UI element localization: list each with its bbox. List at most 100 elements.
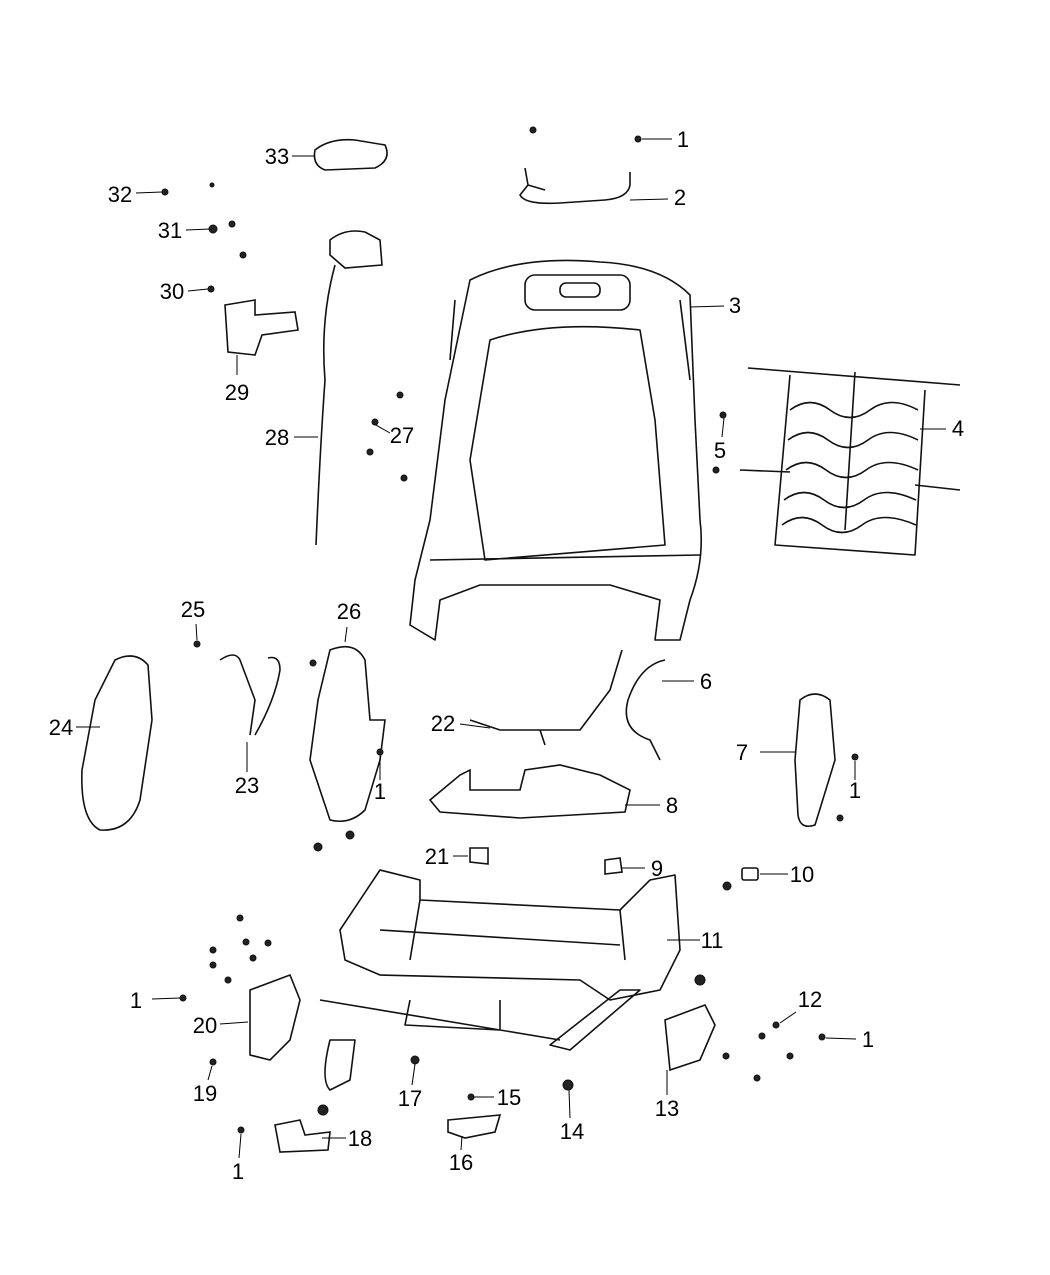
callout-number: 2 (674, 185, 686, 210)
callout-1: 1 (642, 127, 689, 152)
part-4-spring-mat (739, 367, 961, 556)
part-2-headrest-guide (519, 167, 631, 205)
callout-9: 9 (622, 856, 663, 881)
callout-32: 32 (108, 182, 163, 207)
callout-number: 1 (232, 1159, 244, 1184)
callout-8: 8 (625, 793, 678, 818)
callout-4: 4 (920, 416, 964, 441)
callout-number: 3 (729, 293, 741, 318)
callout-1: 1 (825, 1027, 874, 1052)
leader-line (151, 997, 181, 1000)
part-23-strap (219, 654, 281, 736)
callout-7: 7 (736, 740, 795, 765)
callout-12: 12 (779, 987, 822, 1024)
callout-number: 12 (798, 987, 822, 1012)
callout-14: 14 (560, 1089, 584, 1144)
callout-number: 23 (235, 773, 259, 798)
callout-1: 1 (130, 988, 181, 1013)
part-26-panel (309, 645, 386, 823)
callout-16: 16 (449, 1135, 473, 1175)
callout-number: 26 (337, 599, 361, 624)
callout-number: 24 (49, 715, 73, 740)
callout-33: 33 (265, 144, 315, 169)
parts-drawing (81, 126, 961, 1153)
leader-line (219, 1021, 249, 1025)
leader-line (344, 626, 348, 643)
leader-line (629, 198, 669, 201)
part-11-seat-cushion-frame (319, 869, 681, 1091)
callout-19: 19 (193, 1065, 217, 1106)
callout-17: 17 (398, 1063, 422, 1111)
callout-number: 22 (431, 711, 455, 736)
callout-number: 13 (655, 1096, 679, 1121)
callout-18: 18 (322, 1126, 372, 1151)
callout-28: 28 (265, 425, 318, 450)
leader-line (825, 1037, 857, 1040)
callout-25: 25 (181, 597, 205, 641)
leader-line (460, 1135, 463, 1151)
leader-line (185, 228, 211, 231)
part-18-bracket (274, 1119, 331, 1153)
part-28-cable (315, 230, 383, 546)
callout-number: 1 (677, 127, 689, 152)
callout-number: 8 (666, 793, 678, 818)
callout-number: 7 (736, 740, 748, 765)
callout-number: 28 (265, 425, 289, 450)
callout-number: 5 (714, 438, 726, 463)
leader-line (779, 1011, 797, 1024)
part-16-plate (447, 1114, 502, 1139)
callout-26: 26 (337, 599, 361, 643)
leader-line (207, 1065, 213, 1081)
leader-line (689, 305, 725, 308)
callout-1: 1 (232, 1133, 244, 1184)
leader-line (411, 1063, 416, 1086)
leader-line (721, 417, 725, 438)
callout-10: 10 (760, 862, 814, 887)
callout-23: 23 (235, 742, 259, 798)
callout-22: 22 (431, 711, 491, 736)
callout-3: 3 (689, 293, 741, 318)
callout-number: 1 (849, 778, 861, 803)
callout-number: 30 (160, 279, 184, 304)
part-21-clip (469, 847, 489, 865)
callout-number: 27 (390, 423, 414, 448)
leader-line (238, 1133, 242, 1159)
callout-number: 11 (701, 928, 724, 953)
callout-2: 2 (629, 185, 686, 210)
leader-line (459, 723, 491, 729)
part-8-bracket (428, 764, 631, 819)
callout-15: 15 (474, 1085, 521, 1110)
part-20-cover (249, 973, 301, 1061)
callout-number: 33 (265, 144, 289, 169)
callout-number: 29 (225, 380, 249, 405)
part-9-clip (604, 857, 623, 875)
fasteners (161, 126, 859, 1134)
callout-number: 15 (497, 1085, 521, 1110)
callout-number: 1 (862, 1027, 874, 1052)
leader-line (568, 1089, 571, 1119)
callout-27: 27 (373, 423, 414, 448)
part-29-bracket (224, 299, 299, 356)
callout-1: 1 (849, 761, 861, 803)
leader-line (187, 288, 209, 292)
callout-13: 13 (655, 1070, 679, 1121)
callout-number: 4 (952, 416, 964, 441)
callout-30: 30 (160, 279, 209, 304)
callout-number: 21 (425, 844, 449, 869)
part-13-bracket (664, 1003, 716, 1072)
callout-11: 11 (667, 928, 723, 953)
callout-number: 14 (560, 1119, 584, 1144)
callout-number: 1 (374, 779, 386, 804)
callout-number: 10 (790, 862, 814, 887)
part-7-trim-cover (794, 693, 836, 828)
callout-24: 24 (49, 715, 100, 740)
callout-number: 19 (193, 1081, 217, 1106)
part-6-wire (625, 659, 666, 761)
leader-line (135, 191, 163, 194)
callout-20: 20 (193, 1013, 249, 1038)
callout-21: 21 (425, 844, 468, 869)
leader-line (195, 623, 198, 641)
part-24-side-shield (81, 655, 153, 831)
